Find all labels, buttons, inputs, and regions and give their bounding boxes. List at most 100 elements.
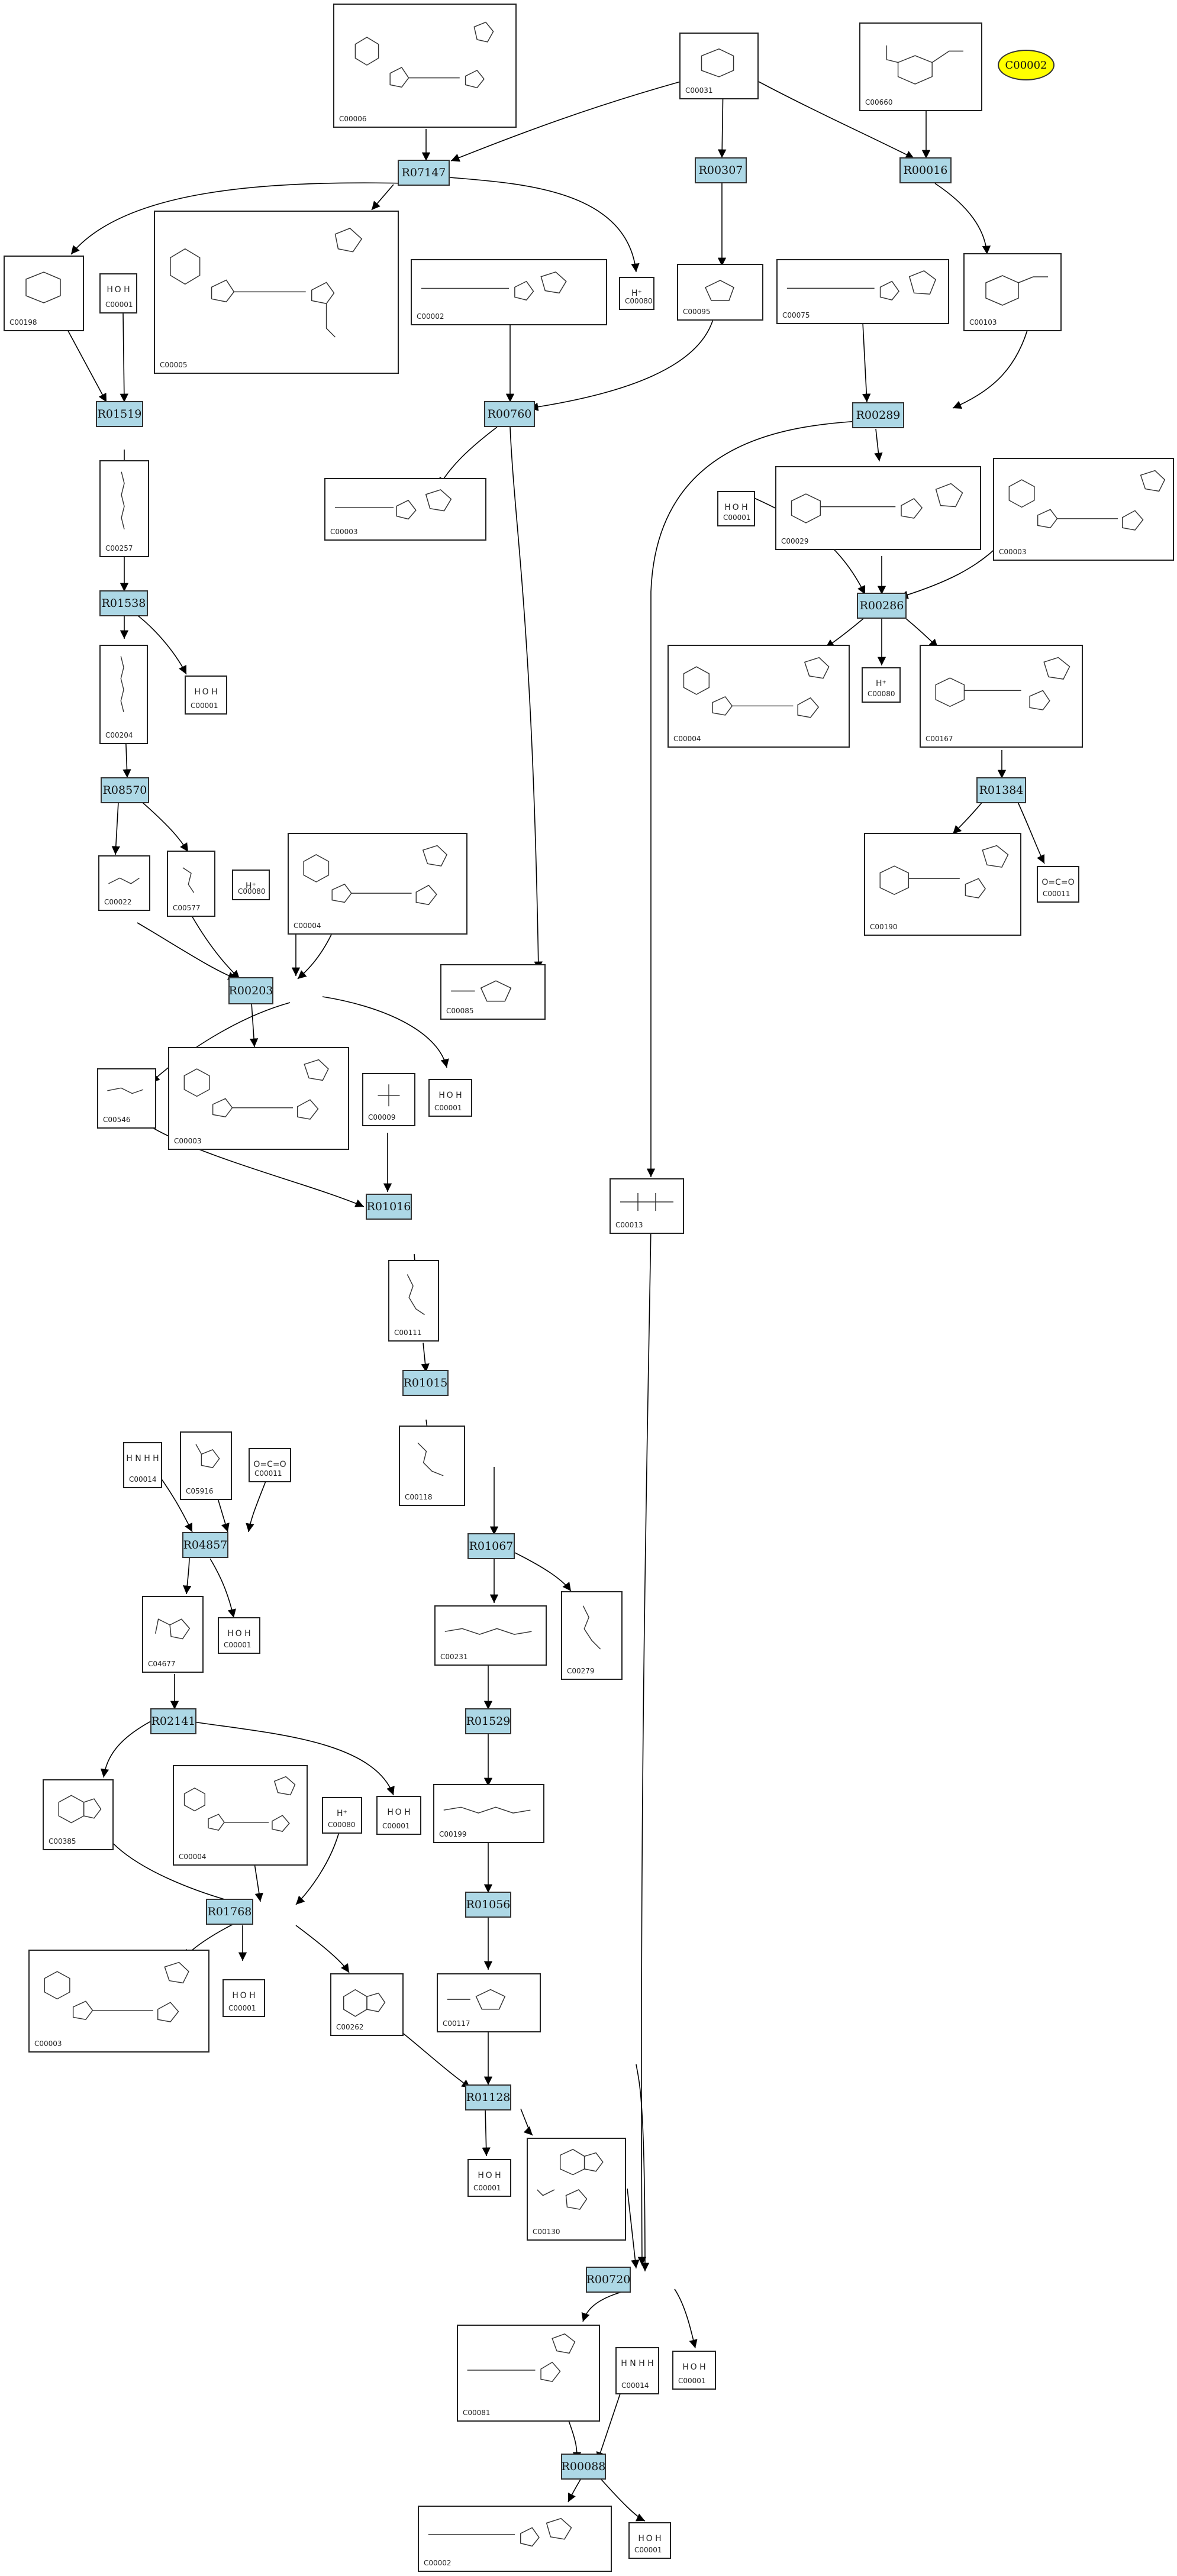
compound-c00198[interactable]: C00198	[4, 256, 84, 331]
reaction-r01538[interactable]: R01538	[99, 590, 148, 616]
molecule-structure	[447, 1989, 506, 2010]
reaction-label: R00760	[487, 408, 532, 421]
reaction-r00720[interactable]: R00720	[586, 2267, 631, 2293]
reaction-r00307[interactable]: R00307	[695, 157, 747, 183]
compound-c00262[interactable]: C00262	[330, 1973, 404, 2036]
reaction-label: R07147	[401, 166, 446, 179]
molecule-structure	[354, 21, 494, 89]
molecule-structure	[182, 867, 195, 893]
compound-c00231[interactable]: C00231	[434, 1605, 547, 1666]
compound-c00004-a[interactable]: C00004	[667, 645, 850, 748]
reaction-r00760[interactable]: R00760	[484, 401, 535, 427]
reaction-r07147[interactable]: R07147	[398, 160, 450, 186]
compound-c00001-i[interactable]: H O H C00001	[672, 2351, 716, 2390]
formula: O=C=O	[1041, 878, 1075, 887]
compound-id: C00003	[34, 2040, 62, 2048]
compound-c00001-e[interactable]: H O H C00001	[218, 1617, 260, 1654]
compound-c00660[interactable]: C00660	[859, 22, 982, 111]
compound-c00095[interactable]: C00095	[677, 264, 763, 321]
compound-c00080-b[interactable]: H⁺ C00080	[862, 667, 901, 703]
reaction-r01015[interactable]: R01015	[402, 1370, 449, 1396]
reaction-r02141[interactable]: R02141	[150, 1708, 196, 1734]
reaction-r01016[interactable]: R01016	[366, 1194, 412, 1220]
compound-c00075[interactable]: C00075	[776, 259, 949, 324]
reaction-r01529[interactable]: R01529	[465, 1708, 511, 1734]
compound-c00014-a[interactable]: H N H H C00014	[123, 1442, 162, 1488]
compound-c00001-g[interactable]: H O H C00001	[222, 1979, 265, 2017]
compound-id: C00095	[683, 308, 711, 316]
compound-c00011-b[interactable]: O=C=O C00011	[249, 1448, 291, 1482]
compound-c00013[interactable]: C00013	[610, 1178, 684, 1234]
compound-c00385[interactable]: C00385	[43, 1779, 114, 1850]
compound-c00002-a[interactable]: C00002	[411, 259, 607, 325]
compound-c00005[interactable]: C00005	[154, 211, 399, 374]
compound-c00022[interactable]: C00022	[98, 855, 150, 911]
compound-c00003-a[interactable]: C00003	[324, 478, 486, 541]
compound-c00081[interactable]: C00081	[457, 2325, 600, 2422]
compound-c00002-b[interactable]: C00002	[418, 2506, 612, 2572]
reaction-r00016[interactable]: R00016	[899, 157, 952, 183]
compound-c00001-c[interactable]: H O H C00001	[185, 675, 227, 715]
reaction-r01384[interactable]: R01384	[976, 777, 1026, 803]
compound-c00031[interactable]: C00031	[679, 33, 759, 99]
compound-c00546[interactable]: C00546	[97, 1068, 156, 1129]
reaction-r01128[interactable]: R01128	[465, 2084, 511, 2110]
compound-c00080-c[interactable]: H⁺ C00080	[232, 870, 270, 900]
reaction-r04857[interactable]: R04857	[182, 1532, 228, 1558]
compound-c00006[interactable]: C00006	[333, 4, 517, 128]
compound-c00001-j[interactable]: H O H C00001	[628, 2522, 671, 2559]
molecule-structure	[108, 877, 140, 884]
highlight-node-c00002[interactable]: C00002	[998, 50, 1055, 80]
compound-c00111[interactable]: C00111	[388, 1260, 439, 1342]
reaction-r01067[interactable]: R01067	[467, 1533, 515, 1559]
reaction-r01519[interactable]: R01519	[96, 401, 143, 427]
compound-c00577[interactable]: C00577	[167, 851, 215, 917]
formula: H O H	[638, 2534, 662, 2543]
compound-c00257[interactable]: C00257	[99, 460, 149, 557]
reaction-r00286[interactable]: R00286	[857, 593, 907, 619]
compound-c00204[interactable]: C00204	[99, 645, 148, 744]
compound-c00003-b[interactable]: C00003	[993, 458, 1174, 561]
compound-c00009[interactable]: C00009	[362, 1073, 415, 1126]
compound-c00103[interactable]: C00103	[963, 253, 1062, 331]
compound-c00004-b[interactable]: C00004	[288, 833, 467, 935]
compound-c00130[interactable]: C00130	[527, 2138, 626, 2241]
compound-c00003-c[interactable]: C00003	[168, 1047, 349, 1150]
compound-id: C00001	[678, 2377, 706, 2385]
compound-c00001-f[interactable]: H O H C00001	[376, 1796, 421, 1835]
reaction-r01056[interactable]: R01056	[465, 1892, 511, 1918]
compound-id: C00167	[926, 735, 953, 743]
reaction-label: R00016	[903, 164, 948, 177]
reaction-r01768[interactable]: R01768	[206, 1899, 253, 1925]
compound-c00001-b[interactable]: H O H C00001	[717, 491, 755, 526]
compound-c00014-b[interactable]: H N H H C00014	[615, 2347, 659, 2394]
compound-id: C00199	[439, 1830, 467, 1838]
compound-c00117[interactable]: C00117	[437, 1973, 541, 2032]
reaction-r00088[interactable]: R00088	[561, 2454, 606, 2480]
reaction-r08570[interactable]: R08570	[101, 777, 149, 803]
compound-c04677[interactable]: C04677	[142, 1596, 204, 1673]
compound-c00001-a[interactable]: H O H C00001	[99, 273, 137, 313]
compound-c00080-d[interactable]: H⁺ C00080	[322, 1797, 362, 1834]
compound-c00085[interactable]: C00085	[440, 964, 546, 1020]
compound-c00003-d[interactable]: C00003	[28, 1950, 209, 2053]
compound-c00279[interactable]: C00279	[561, 1591, 623, 1680]
compound-c00004-c[interactable]: C00004	[173, 1765, 308, 1866]
molecule-structure	[170, 228, 363, 338]
compound-c00029[interactable]: C00029	[775, 466, 981, 550]
compound-id: C00006	[339, 115, 367, 123]
compound-id: C00103	[969, 318, 997, 327]
compound-c00199[interactable]: C00199	[433, 1784, 544, 1843]
reaction-r00203[interactable]: R00203	[228, 977, 273, 1004]
molecule-structure	[421, 272, 567, 301]
compound-c00167[interactable]: C00167	[920, 645, 1083, 748]
compound-c05916[interactable]: C05916	[180, 1431, 232, 1500]
compound-id: C00190	[870, 923, 898, 931]
compound-c00001-h[interactable]: H O H C00001	[467, 2159, 511, 2197]
reaction-r00289[interactable]: R00289	[852, 402, 904, 428]
compound-c00011-a[interactable]: O=C=O C00011	[1037, 866, 1079, 903]
compound-c00118[interactable]: C00118	[399, 1426, 465, 1506]
compound-c00001-d[interactable]: H O H C00001	[428, 1079, 472, 1117]
compound-c00190[interactable]: C00190	[864, 833, 1021, 936]
compound-c00080-a[interactable]: H⁺ C00080	[619, 277, 654, 310]
